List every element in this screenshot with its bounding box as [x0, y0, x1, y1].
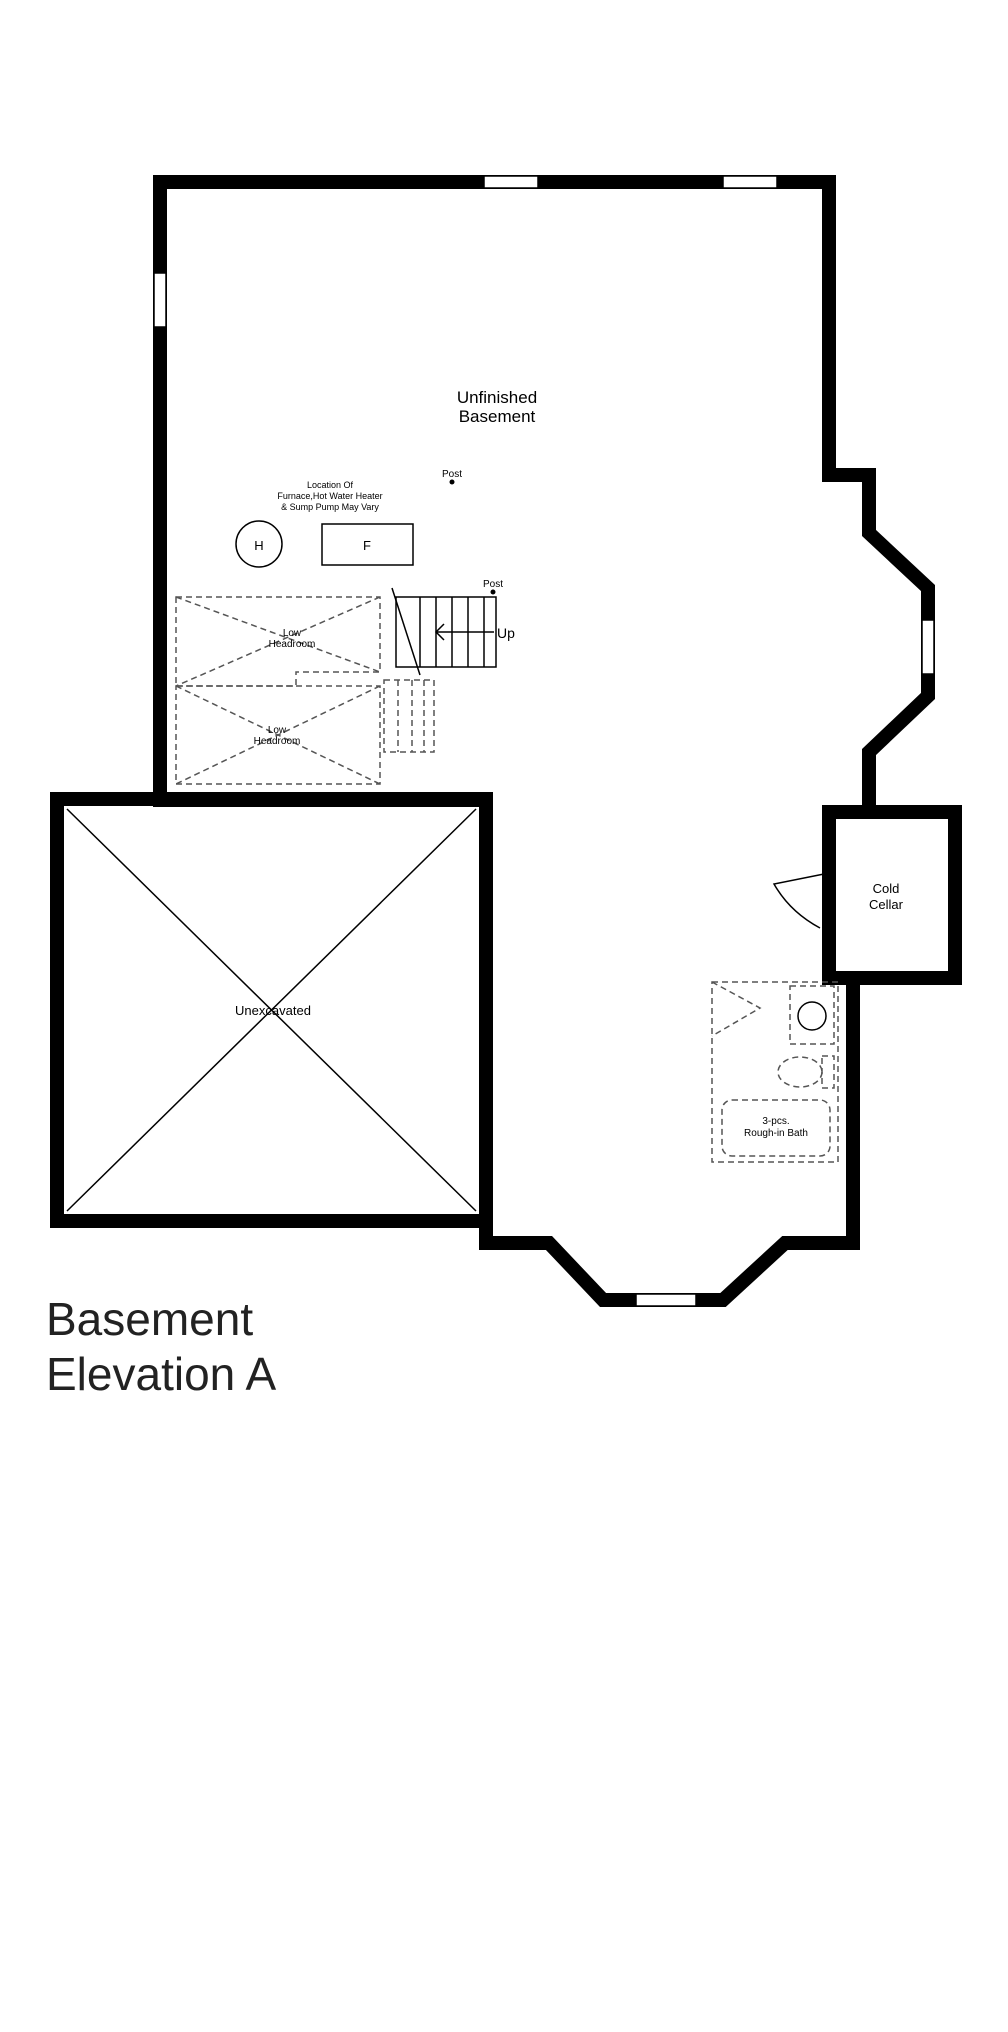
- low-headroom-diagonal: [175, 596, 381, 673]
- mechanical-note: Furnace,Hot Water Heater: [277, 491, 382, 501]
- bath-label: Rough-in Bath: [744, 1128, 808, 1139]
- furnace: [321, 523, 414, 566]
- plan-title-line1: Basement: [46, 1293, 254, 1345]
- plan-title: Basement Elevation A: [46, 1292, 276, 1402]
- window: [921, 619, 935, 675]
- unexcavated-label: Unexcavated: [235, 1003, 311, 1018]
- post-marker: [490, 589, 496, 595]
- window: [635, 1293, 697, 1307]
- rough-in-bath: [711, 981, 839, 1163]
- heater-label: H: [254, 538, 263, 553]
- low-headroom-label: Low: [283, 628, 302, 639]
- low-headroom-zone: [175, 685, 381, 785]
- bath-label: 3-pcs.: [762, 1116, 789, 1127]
- cold-cellar-label: Cold: [873, 881, 900, 896]
- plan-title-line2: Elevation A: [46, 1348, 277, 1400]
- low-headroom-diagonal: [175, 596, 381, 687]
- low-headroom-label: Headroom: [269, 639, 316, 650]
- mechanical-note: & Sump Pump May Vary: [281, 502, 379, 512]
- unfinished-basement-label: Unfinished: [457, 388, 537, 407]
- hot-water-heater: [235, 520, 283, 568]
- unfinished-basement-label: Basement: [459, 407, 536, 426]
- low-headroom-diagonal: [175, 685, 381, 785]
- mechanical-note: Location Of: [307, 480, 354, 490]
- furnace-label: F: [363, 538, 371, 553]
- stairs-up-label: Up: [497, 625, 515, 641]
- window: [153, 272, 167, 328]
- staircase: [383, 587, 497, 753]
- post-marker: [449, 479, 455, 485]
- cold-cellar-label: Cellar: [869, 897, 904, 912]
- post-label: Post: [483, 579, 503, 590]
- low-headroom-label: Headroom: [254, 736, 301, 747]
- cold-cellar-wall: [822, 805, 962, 985]
- window: [722, 175, 778, 189]
- low-headroom-label: Low: [268, 725, 287, 736]
- cold-cellar-door: [772, 873, 825, 929]
- unexcavated-diagonal: [66, 808, 477, 1212]
- post-label: Post: [442, 469, 462, 480]
- unexcavated-wall: [50, 792, 493, 1228]
- window: [483, 175, 539, 189]
